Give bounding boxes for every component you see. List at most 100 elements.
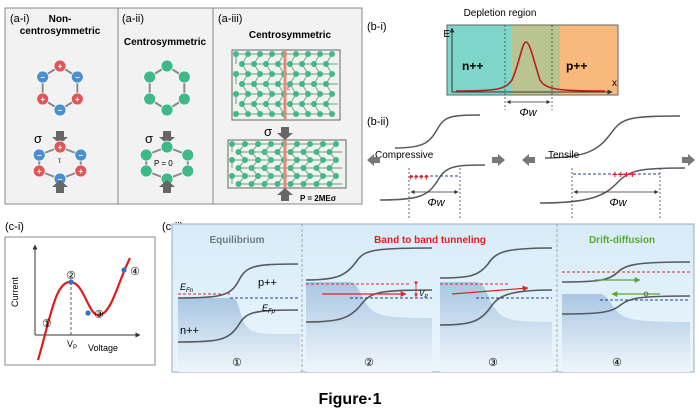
lattice-atom [242,141,248,147]
lattice-atom [261,149,268,155]
lattice-atom [293,51,299,57]
lattice-atom [300,181,307,187]
atom-charge: − [40,73,45,82]
compressive-arrow-right [492,154,505,166]
lattice-atom [320,157,326,163]
centro-hexagon-strained [139,140,195,186]
atom [160,103,174,117]
atom [36,92,50,106]
lattice-atom [268,173,274,179]
lattice-bottom [229,141,343,187]
tensile-arrow-right [682,154,695,166]
lattice-atom [261,165,268,171]
atom [74,148,88,162]
lattice-atom [294,173,300,179]
atom-charge: + [75,95,80,104]
drift-hole [643,291,649,297]
lattice-atom [261,181,268,187]
btbt3-number: ③ [488,357,498,369]
lattice-bottom-frame [227,139,347,189]
lattice-atom [245,111,251,117]
lattice-atom [268,157,274,163]
lattice-atom [287,81,293,87]
tensile-conduction-band [544,115,681,159]
atom [139,148,153,162]
lattice-atom [287,101,293,107]
lattice-atom [251,81,257,87]
lattice-atom [305,51,311,57]
lattice-atom [257,71,263,77]
lattice-atom [257,111,263,117]
lattice-atom [263,61,269,67]
btbt3-tunnel-arrow [451,285,529,295]
a-iii-stress-symbol: σ [264,124,272,139]
lattice-atom [275,81,281,87]
panel-b-ii: (b-ii) ++++ Φw Compressive ++++ Φw Tensi… [367,114,695,218]
lattice-atom [257,51,263,57]
ndr-point-4 [121,267,127,273]
lattice-atom [323,61,329,67]
a-ii-title: Centrosymmetric [124,37,207,48]
panel-c-i-label: (c-i) [5,221,24,233]
lattice-atom [287,165,294,171]
lattice-atom [293,71,299,77]
lattice-atom [263,81,269,87]
lattice-atom [333,173,339,179]
b-i-n-label: n++ [462,59,483,73]
ndr-label-1: ① [42,318,52,330]
a-iii-stress-arrow-up [277,188,293,201]
lattice-atom [294,157,300,163]
a-i-stress-symbol: σ [34,131,42,146]
lattice-atom [333,141,339,147]
lattice-atom [317,51,323,57]
lattice-atom [268,141,274,147]
n-region [447,25,512,95]
lattice-atom [269,111,275,117]
lattice-atom [300,149,307,155]
lattice-atom [255,141,261,147]
lattice-atom [293,111,299,117]
atom [74,164,88,178]
atom [32,164,46,178]
lattice-atom [311,81,317,87]
lattice-atom [311,101,317,107]
lattice-atom [329,91,335,97]
tensile-arrow-left [522,154,535,166]
lattice-atom [299,101,305,107]
ndr-point-2 [68,279,74,285]
lattice-atom [275,101,281,107]
lattice-atom [251,101,257,107]
lattice-atom [323,81,329,87]
a-ii-stress-symbol: σ [145,131,153,146]
a-iii-p-formula: P = 2MEσ [300,194,337,203]
lattice-atom [287,61,293,67]
lattice-atom [255,157,261,163]
atom-charge: − [78,151,83,160]
lattice-atom [305,71,311,77]
compressive-label: Compressive [375,150,434,161]
p-region [560,25,618,95]
lattice-atom [320,173,326,179]
b-i-y-axis-label: E [443,29,450,40]
lattice-atom [257,91,263,97]
compressive-conduction-band [394,114,481,149]
c-i-vp-label: VP [67,339,77,351]
lattice-atom [275,61,281,67]
atom [177,92,191,106]
panel-c-i: (c-i) Current Voltage ① ② ③ ④ VP [4,221,156,366]
panel-b-i-label: (b-i) [367,21,387,33]
lattice-atom [242,173,248,179]
btbt2-filled-valence [306,282,432,372]
eq-number: ① [232,357,242,369]
panel-b-i: (b-i) Depletion region E x n++ p++ Φw [367,8,619,119]
eq-conduction-band [177,263,299,299]
lattice-atom [300,165,307,171]
b-i-width-symbol: Φw [519,107,537,119]
lattice-atom [274,181,281,187]
lattice-atom [239,61,245,67]
b-i-frame [446,24,619,96]
atom [160,59,174,73]
regime-equilibrium-title: Equilibrium [210,235,265,246]
atom [181,164,195,178]
depletion-zone [512,25,560,95]
